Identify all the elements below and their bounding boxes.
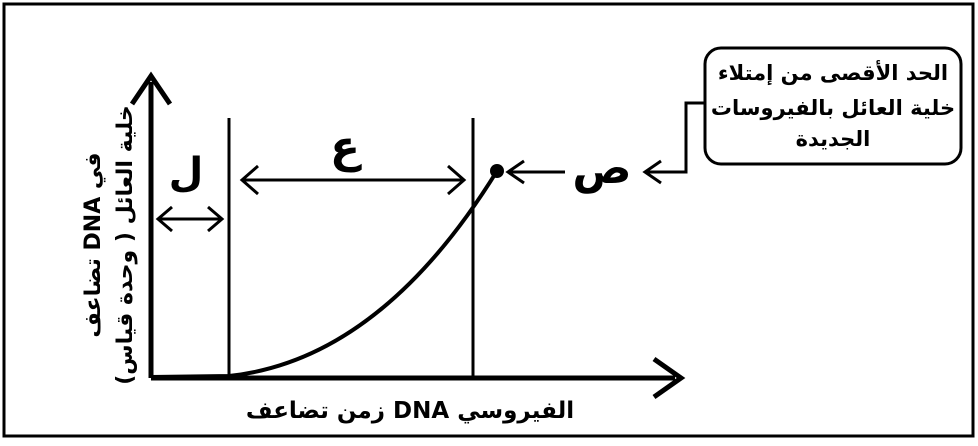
callout-connector-arrowhead	[642, 159, 662, 185]
phase-e-arrow-right-head	[447, 164, 467, 196]
outer-frame	[2, 2, 975, 438]
callout-connector	[646, 101, 704, 174]
callout-line-1: الحد الأقصى من إمتلاء	[718, 59, 948, 85]
x-axis-arrowhead	[652, 356, 686, 400]
max-point	[490, 164, 504, 178]
y-axis-label-line-1: تضاعف DNA في	[81, 152, 106, 337]
phase-l-arrow-right-head	[207, 205, 225, 233]
callout-box	[703, 46, 963, 166]
callout-line-2: خلية العائل بالفيروسات	[711, 96, 955, 120]
y-axis-arrowhead	[129, 71, 173, 106]
phase-l-arrow-left-head	[155, 205, 173, 233]
point-s-label: ص	[572, 143, 631, 194]
replication-curve	[150, 169, 499, 379]
phase-l-label: ل	[169, 150, 204, 196]
x-axis-label: زمن تضاعف DNA الفيروسي	[246, 398, 574, 424]
point-s-arrow-head	[505, 159, 525, 185]
phase-e-arrow-left-head	[239, 164, 259, 196]
y-axis-label-line-2: خلية العائل ( وحدة قياس)	[113, 105, 138, 385]
callout-line-3: الجديدة	[796, 127, 871, 151]
phase-e-label: ع	[330, 122, 362, 173]
